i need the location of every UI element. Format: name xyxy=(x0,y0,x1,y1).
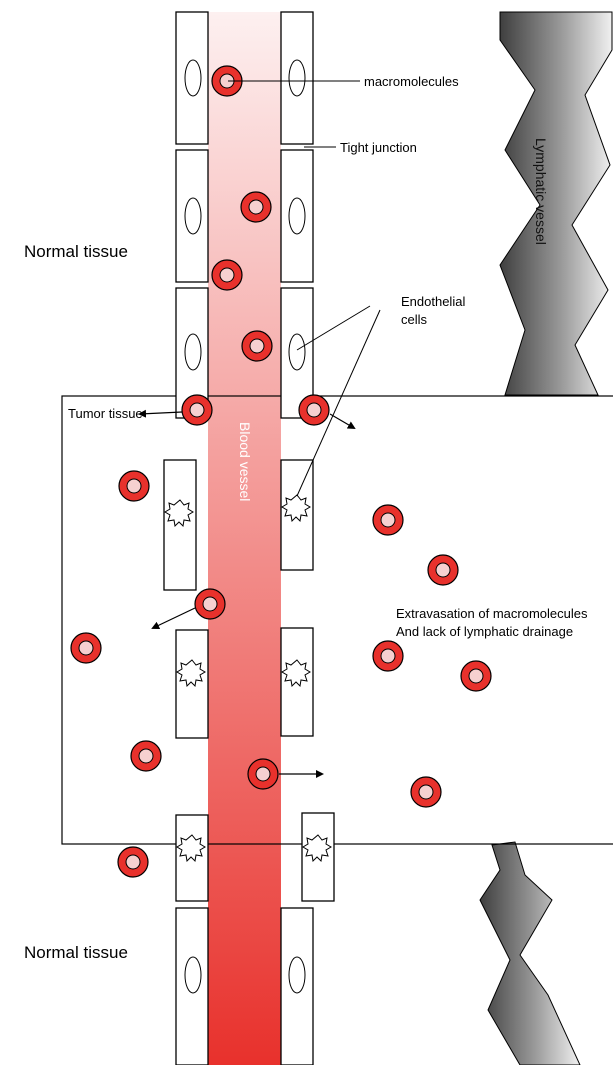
macromolecules-label: macromolecules xyxy=(364,74,459,89)
cell-nucleus xyxy=(185,198,201,234)
blood-vessel xyxy=(208,12,281,1065)
arrow xyxy=(153,608,195,628)
cell-nucleus xyxy=(185,334,201,370)
normal-tissue-bottom-label: Normal tissue xyxy=(24,943,128,962)
cell-nucleus xyxy=(185,60,201,96)
lymphatic-vessel-top xyxy=(500,12,612,395)
endothelial-label-line1: Endothelial xyxy=(401,294,465,309)
lymphatic-vessel-label: Lymphatic vessel xyxy=(533,138,549,245)
arrow xyxy=(330,414,354,428)
lymphatic-vessel-bottom xyxy=(480,842,580,1065)
cell-nucleus xyxy=(185,957,201,993)
cell-nucleus xyxy=(289,60,305,96)
cell-nucleus xyxy=(289,957,305,993)
normal-tissue-top-label: Normal tissue xyxy=(24,242,128,261)
cell-nucleus xyxy=(289,198,305,234)
tight-junction-label: Tight junction xyxy=(340,140,417,155)
endothelial-label-line2: cells xyxy=(401,312,428,327)
extravasation-label-line2: And lack of lymphatic drainage xyxy=(396,624,573,639)
tumor-tissue-label: Tumor tissue xyxy=(68,406,143,421)
tumor-endothelial-cell xyxy=(176,630,208,738)
cell-nucleus xyxy=(289,334,305,370)
extravasation-label-line1: Extravasation of macromolecules xyxy=(396,606,588,621)
tumor-endothelial-cell xyxy=(164,460,196,590)
blood-vessel-label: Blood vessel xyxy=(237,422,253,501)
